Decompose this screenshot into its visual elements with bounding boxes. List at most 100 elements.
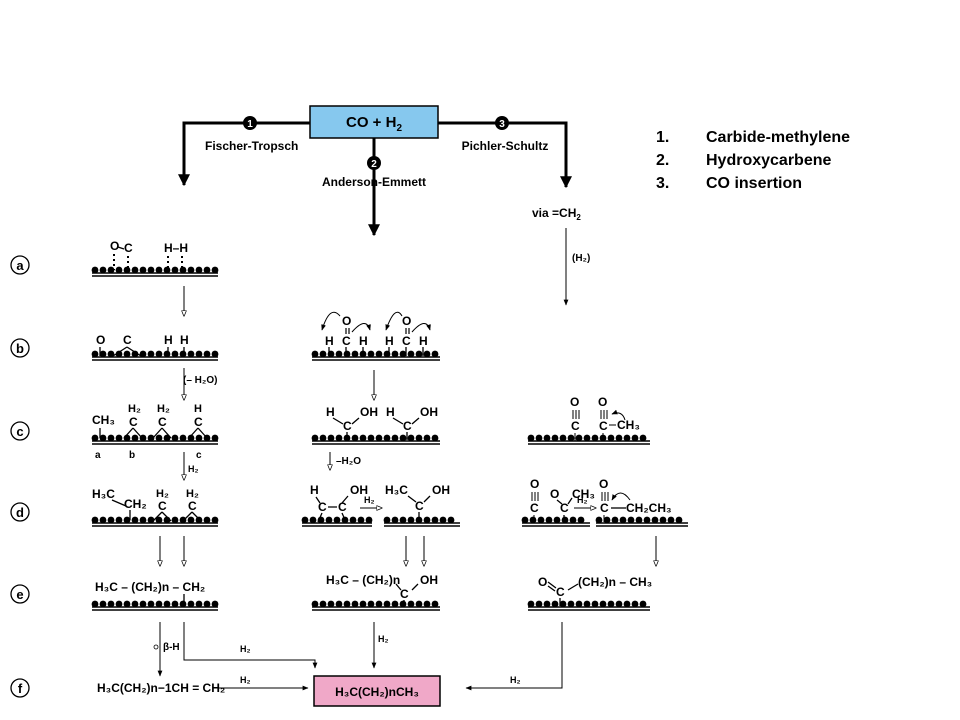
c3d-o2: O — [550, 487, 559, 501]
c1c-h2a: H₂ — [128, 403, 141, 415]
c2b-o2: O — [402, 314, 411, 328]
c2b-c1: C — [342, 334, 351, 348]
c1d-ch2: CH₂ — [124, 497, 147, 511]
c3c-c1: C — [571, 419, 580, 433]
route-1-name: Fischer-Tropsch — [205, 139, 298, 153]
start-box-label: CO + H2 — [346, 114, 402, 134]
catalyst-surface — [91, 266, 219, 277]
catalyst-surface — [595, 516, 688, 527]
catalyst-surface — [527, 600, 650, 611]
c2c-c1: C — [343, 419, 352, 433]
site-a: a — [95, 450, 101, 461]
c2c-h1: H — [326, 405, 335, 419]
c3c-ch3: CH₃ — [617, 418, 640, 432]
legend-item-3: 3.CO insertion — [656, 175, 803, 192]
c1c-ch3: CH₃ — [92, 413, 115, 427]
c1c-h: H — [194, 403, 202, 415]
beta-h-label: β-H — [163, 642, 180, 653]
catalyst-surface — [91, 516, 219, 527]
c3e-o: O — [538, 575, 547, 589]
c2e-chain: H₃C – (CH₂)n — [326, 573, 400, 587]
c1d-c2: C — [188, 499, 197, 513]
c2c-c2: C — [403, 419, 412, 433]
mechanism-legend: 1.Carbide-methylene 2.Hydroxycarbene 3.C… — [656, 126, 850, 195]
catalyst-surface — [301, 516, 373, 527]
c1a-o: O — [110, 239, 119, 253]
catalyst-surface — [311, 600, 440, 611]
c1b-h2: H — [180, 333, 189, 347]
c2b-c2: C — [402, 334, 411, 348]
c1e-h2-label: H₂ — [240, 644, 251, 654]
c2c-oh2: OH — [420, 405, 438, 419]
route-2-badge — [367, 156, 381, 170]
c1d-h2b: H₂ — [186, 488, 199, 500]
c1c-h2-label: H₂ — [188, 464, 199, 474]
c2c-oh1: OH — [360, 405, 378, 419]
catalyst-surface — [91, 350, 219, 361]
route-1-number: 1 — [247, 119, 253, 130]
c2d-c1: C — [318, 500, 327, 514]
column-2: O O H C H H C H H OH H OH C C –H₂O H OH … — [310, 311, 450, 669]
column-1: O C H–H O C H H (– H₂O) CH₃ H₂ H₂ H C C … — [92, 239, 318, 695]
route-3-arrow — [438, 121, 572, 189]
c1d-h3c: H₃C — [92, 487, 115, 501]
c3d-c3: C — [600, 501, 609, 515]
c2d-oh2: OH — [432, 483, 450, 497]
c2b-h2: H — [359, 334, 368, 348]
via-label: via =CH2 — [532, 206, 581, 222]
catalyst-surface — [383, 516, 460, 527]
route-3-badge — [495, 116, 509, 130]
route-1-badge — [243, 116, 257, 130]
c3d-c1: C — [530, 501, 539, 515]
catalyst-surface — [311, 434, 440, 445]
c2d-h2-label: H₂ — [364, 495, 375, 505]
c2d-oh: OH — [350, 483, 368, 497]
c1b-h1: H — [164, 333, 173, 347]
legend-item-2: 2.Hydroxycarbene — [656, 152, 832, 169]
c1d-h2a: H₂ — [156, 488, 169, 500]
c2b-h3: H — [385, 334, 394, 348]
column-3: O C O C CH₃ O C O C CH₃ H₂ O C CH₂CH₃ O … — [465, 395, 672, 691]
c3d-h2-label: H₂ — [577, 495, 588, 505]
c1f-h2-label: H₂ — [240, 675, 251, 685]
c1d-c1: C — [158, 499, 167, 513]
c1-minus-h2o: (– H₂O) — [183, 375, 217, 386]
route-2-name: Anderson-Emmett — [322, 175, 426, 189]
c1a-hh: H–H — [164, 241, 188, 255]
c2d-h: H — [310, 483, 319, 497]
step-a: a — [16, 258, 24, 273]
c1b-o: O — [96, 333, 105, 347]
c2-minus-h2o: –H₂O — [336, 456, 361, 467]
route-3-name: Pichler-Schultz — [462, 139, 549, 153]
catalyst-surfaces — [91, 266, 688, 611]
route-2-number: 2 — [371, 159, 377, 170]
step-f: f — [18, 681, 23, 696]
c3d-o1: O — [530, 477, 539, 491]
route-3-number: 3 — [499, 119, 505, 130]
step-d: d — [16, 505, 24, 520]
site-c: c — [196, 450, 202, 461]
c3e-chain: (CH₂)n – CH₃ — [578, 575, 652, 589]
site-b: b — [129, 450, 135, 461]
step-labels: a b c d e f — [10, 255, 30, 698]
c1f-alkene: H₃C(CH₂)n−1CH = CH₂ — [97, 681, 225, 695]
c2d-c2: C — [338, 500, 347, 514]
c2d-h3c: H₃C — [385, 483, 408, 497]
c2e-oh: OH — [420, 573, 438, 587]
c1c-h2b: H₂ — [157, 403, 170, 415]
c3c-o1: O — [570, 395, 579, 409]
c3d-ch2ch3: CH₂CH₃ — [626, 501, 672, 515]
c1e-formula: H₃C – (CH₂)n – CH₂ — [95, 580, 205, 594]
product-box — [313, 675, 441, 707]
c2b-h4: H — [419, 334, 428, 348]
c3e-c: C — [556, 585, 565, 599]
route-1-arrow — [178, 121, 310, 187]
c2d-c3: C — [415, 499, 424, 513]
c3d-ch3: CH₃ — [572, 487, 595, 501]
c3d-o3: O — [599, 477, 608, 491]
c1c-c3: C — [194, 415, 203, 429]
c1c-c1: C — [129, 415, 138, 429]
c1b-c: C — [123, 333, 132, 347]
c2b-h1: H — [325, 334, 334, 348]
